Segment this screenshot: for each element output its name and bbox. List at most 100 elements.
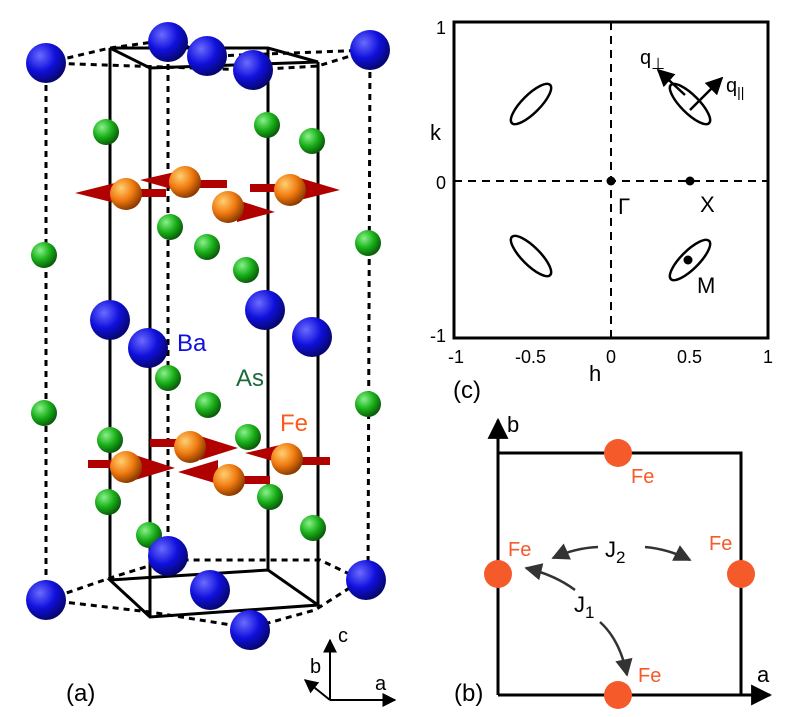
ba-atom (350, 30, 390, 70)
as-atom (300, 515, 326, 541)
m-label: M (697, 273, 715, 298)
spin-arrow (300, 178, 340, 200)
cell-outline (498, 451, 743, 695)
spin-arrow (135, 455, 175, 480)
as-atom (31, 242, 57, 268)
ba-atom (233, 50, 273, 90)
ba-atom (292, 317, 332, 357)
fe-atom (212, 191, 244, 223)
q-perp-label: q⊥ (640, 47, 665, 73)
x-label: X (700, 192, 715, 217)
panel-b-exchange-couplings: b a Fe Fe Fe Fe J2 J1 (b) (454, 412, 773, 709)
panel-b-label: (b) (454, 680, 483, 707)
j1-arrow-down (599, 621, 633, 677)
axis-a-label: a (375, 673, 387, 695)
y-tick-0: 0 (436, 173, 446, 193)
as-atom (299, 128, 325, 154)
x-tick-neg1: -1 (448, 347, 464, 367)
x-tick-1: 1 (763, 347, 773, 367)
ba-atom (346, 560, 386, 600)
as-atom (97, 427, 123, 453)
x-tick-neg05: -0.5 (515, 347, 546, 367)
fe-label-right: Fe (709, 533, 732, 555)
ba-atom (26, 43, 66, 83)
q-par-arrow (689, 76, 724, 111)
ba-atom (245, 290, 285, 330)
j1-label: J1 (574, 592, 594, 622)
as-atom (157, 214, 183, 240)
ba-label: Ba (177, 330, 207, 357)
j2-arrow-left (551, 543, 599, 560)
as-atom (355, 391, 381, 417)
fe-atom (271, 443, 303, 475)
ba-atom (26, 580, 66, 620)
as-atom (254, 112, 280, 138)
as-atom (155, 365, 181, 391)
panel-c-reciprocal-space: q⊥ q|| Γ X M 1 0 -1 k -1 -0.5 0 0.5 1 h … (430, 18, 773, 404)
fe-atom (274, 174, 306, 206)
ba-atom (148, 536, 188, 576)
scattering-ellipse (668, 238, 712, 282)
spin-arrow (150, 439, 184, 447)
ba-atom (148, 22, 188, 62)
fe-site-top (604, 439, 632, 467)
spin-arrow (298, 457, 330, 465)
j2-arrow-right (644, 545, 692, 562)
x-tick-0: 0 (606, 347, 616, 367)
spin-arrow (250, 184, 282, 192)
ba-atom (90, 300, 130, 340)
as-atom (194, 234, 220, 260)
scattering-ellipse (509, 234, 553, 278)
spin-arrow (140, 172, 175, 190)
y-tick-neg1: -1 (430, 326, 446, 346)
as-atoms (31, 112, 381, 548)
as-atom (195, 392, 221, 418)
fe-atom (169, 166, 201, 198)
fe-label-left: Fe (508, 539, 531, 561)
as-atom (31, 400, 57, 426)
fe-atom (213, 464, 245, 496)
panel-c-label: (c) (453, 377, 481, 404)
m-point (683, 255, 693, 265)
ba-atom (128, 328, 168, 368)
spin-arrow (195, 180, 227, 188)
panel-a-label: (a) (66, 680, 95, 707)
ba-atoms (26, 22, 390, 650)
k-axis-label: k (430, 120, 442, 145)
b-axis-label: b (507, 412, 519, 437)
spin-arrow (130, 189, 166, 197)
fe-label-top: Fe (631, 466, 654, 488)
as-label: As (236, 365, 264, 392)
scattering-ellipse (509, 82, 553, 126)
spin-arrow (88, 460, 120, 468)
panel-a-crystal-structure: Ba As Fe c b a (a) (26, 22, 397, 707)
fe-atom (110, 451, 142, 483)
ba-atom (190, 570, 230, 610)
j1-arrow-up (524, 563, 576, 592)
axis-b-label: b (310, 656, 321, 678)
as-atom (93, 119, 119, 145)
gamma-label: Γ (618, 194, 630, 219)
as-atom (95, 489, 121, 515)
as-atom (235, 424, 261, 450)
spin-arrow (200, 436, 238, 460)
x-point (685, 176, 695, 186)
spin-arrow (178, 460, 218, 484)
spin-arrow (238, 476, 270, 484)
x-tick-05: 0.5 (677, 347, 702, 367)
fe-layer-upper (75, 166, 340, 223)
h-axis-label: h (589, 361, 601, 386)
lattice-axes (303, 638, 397, 707)
as-atom (233, 257, 259, 283)
gamma-point (606, 176, 616, 186)
axis-c-label: c (338, 625, 348, 647)
y-tick-1: 1 (436, 18, 446, 38)
fe-site-right (727, 560, 755, 588)
fe-atom (110, 178, 142, 210)
as-atom (355, 230, 381, 256)
j2-label: J2 (605, 537, 625, 567)
fe-site-left (484, 560, 512, 588)
a-axis-label: a (757, 662, 770, 687)
ba-atom (230, 610, 270, 650)
